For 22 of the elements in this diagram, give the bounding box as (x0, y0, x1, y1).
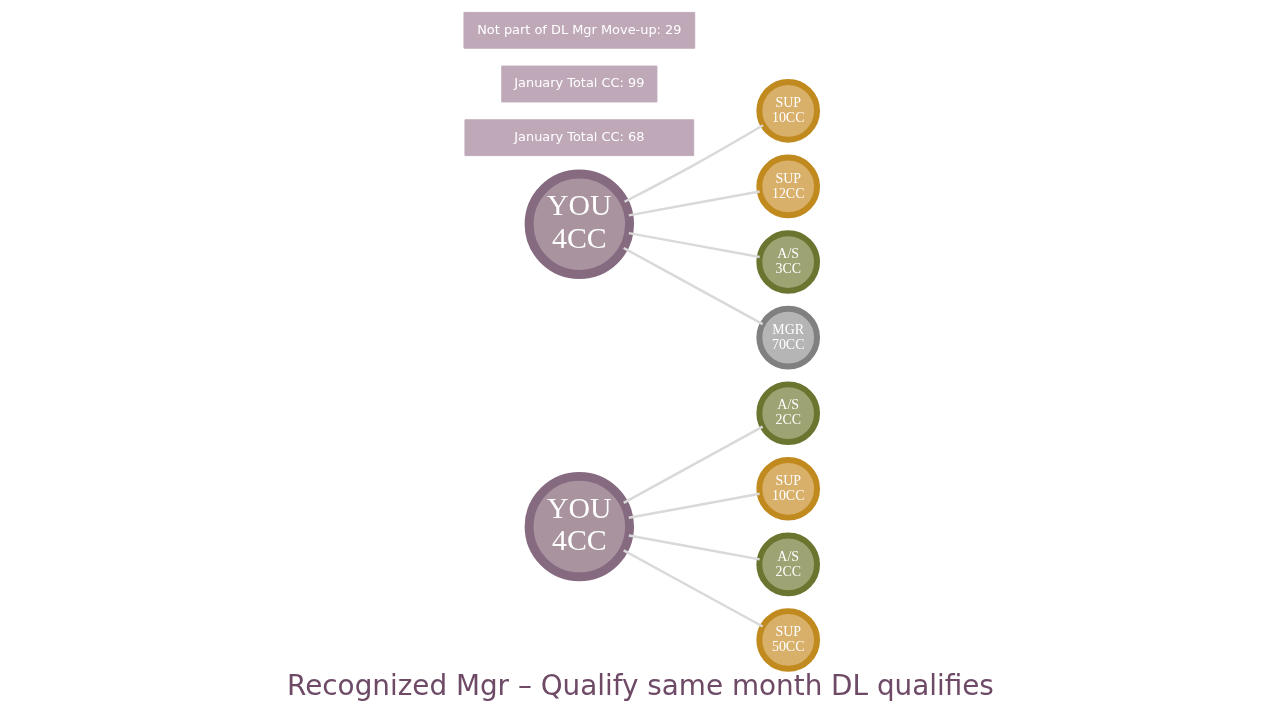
node-circle: SUP 10CC (755, 79, 820, 143)
connector (622, 549, 763, 628)
connector (628, 190, 760, 217)
connector (623, 124, 764, 203)
node-box: January Total CC: 68 (463, 119, 694, 157)
node-circle: A/S 3CC (755, 230, 820, 294)
node-circle: A/S 2CC (755, 381, 820, 446)
node-box: January Total CC: 99 (500, 65, 657, 103)
connector (628, 534, 760, 561)
node-circle: YOU 4CC (524, 169, 634, 279)
node-circle: SUP 10CC (755, 456, 820, 521)
diagram-title: Recognized Mgr – Qualify same month DL qualifies (286, 669, 994, 703)
node-circle: SUP 12CC (755, 154, 820, 219)
connector (622, 246, 763, 326)
node-circle: SUP 50CC (755, 608, 820, 672)
connector (628, 231, 760, 259)
node-circle: YOU 4CC (524, 471, 634, 582)
connector (628, 492, 760, 519)
connector (622, 425, 763, 504)
node-circle: MGR 70CC (755, 305, 820, 370)
node-box: Not part of DL Mgr Move-up: 29 (462, 11, 695, 49)
node-circle: A/S 2CC (755, 532, 820, 597)
